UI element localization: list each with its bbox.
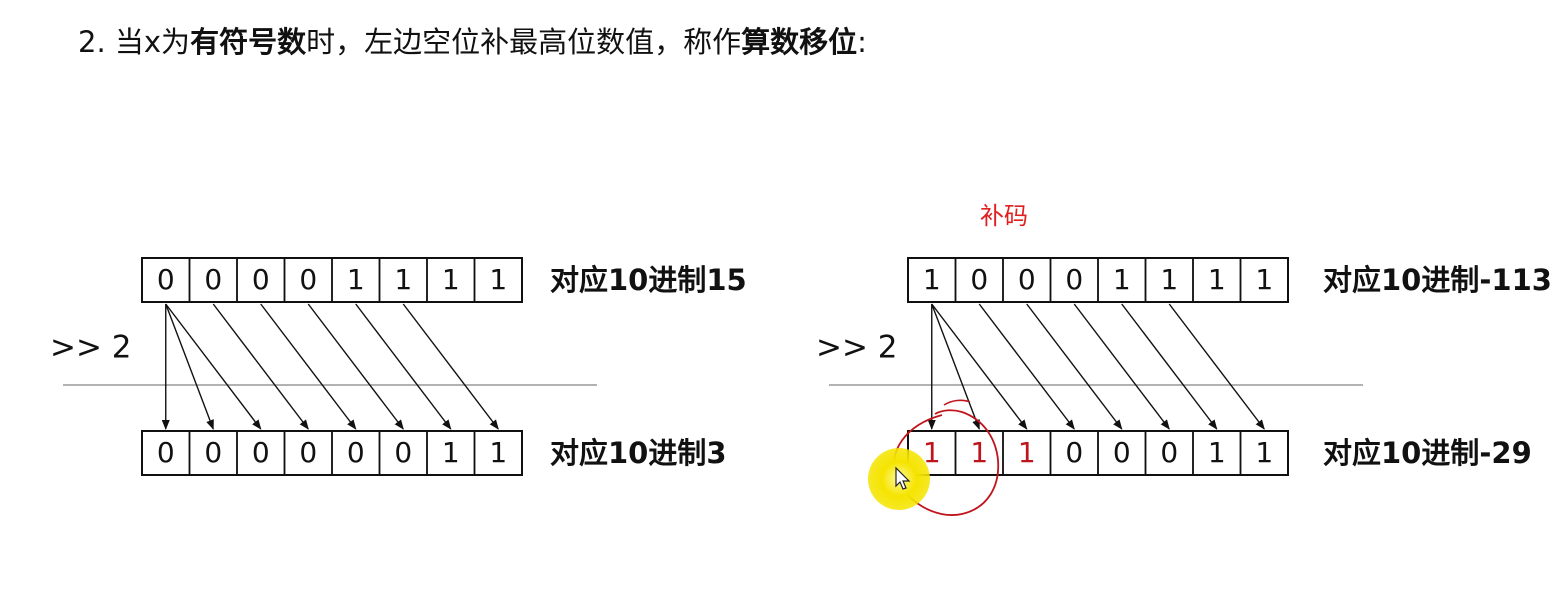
right-shift-label: >> 2 [816,330,898,366]
left-bottom-bit-0: 0 [157,436,175,469]
left-top-bit-3: 0 [299,263,317,296]
right-arrow-msb-1 [931,303,980,430]
left-arrow-bit-1 [212,303,309,430]
title-part-1: 当x为 [114,25,191,59]
left-bottom-value: 对应10进制3 [550,436,727,470]
left-bottom-bit-7: 1 [489,436,507,469]
right-top-bit-4: 1 [1113,263,1131,296]
left-arrow-bit-4 [355,303,452,430]
left-bottom-cell-7 [473,430,523,476]
title-part-3: : [857,25,867,59]
right-bottom-bit-5: 0 [1160,436,1178,469]
left-bottom-bit-5: 0 [394,436,412,469]
right-bottom-bit-2: 1 [1018,436,1036,469]
left-top-bit-5: 1 [394,263,412,296]
right-arrow-msb-2 [931,303,1028,430]
right-top-bit-6: 1 [1208,263,1226,296]
right-bottom-value: 对应10进制-29 [1323,436,1532,470]
right-arrow-bit-4 [1121,303,1218,430]
cursor-arrow-icon [895,466,911,490]
right-top-bit-7: 1 [1255,263,1273,296]
left-top-bit-6: 1 [442,263,460,296]
right-arrow-bit-2 [1026,303,1123,430]
left-top-bit-2: 0 [252,263,270,296]
right-bottom-bit-7: 1 [1255,436,1273,469]
right-top-value: 对应10进制-113 [1323,263,1552,297]
red-stroke-annotation [943,399,971,406]
left-arrow-msb-1 [165,303,214,430]
left-arrow-bit-2 [260,303,357,430]
left-bottom-bit-3: 0 [299,436,317,469]
right-top-bit-2: 0 [1018,263,1036,296]
left-bottom-bit-6: 1 [442,436,460,469]
left-top-value: 对应10进制15 [550,263,747,297]
right-top-cell-7 [1239,257,1289,303]
left-top-bit-0: 0 [157,263,175,296]
right-bottom-bit-0: 1 [923,436,941,469]
left-bottom-bit-1: 0 [204,436,222,469]
left-arrow-msb-2 [165,303,262,430]
right-bottom-bit-3: 0 [1065,436,1083,469]
right-bottom-bit-1: 1 [970,436,988,469]
right-top-bit-0: 1 [923,263,941,296]
left-top-cell-7 [473,257,523,303]
title-number: 2. [78,25,106,59]
complement-annotation: 补码 [980,202,1028,230]
left-arrow-bit-3 [307,303,404,430]
right-bottom-cell-7 [1239,430,1289,476]
page-title: 2. 当x为有符号数时，左边空位补最高位数值，称作算数移位: [78,20,867,64]
right-arrow-bit-1 [978,303,1075,430]
title-bold-arith-shift: 算数移位 [741,25,858,59]
left-shift-label: >> 2 [50,330,132,366]
left-bottom-bit-4: 0 [347,436,365,469]
right-bottom-bit-4: 0 [1113,436,1131,469]
left-top-bit-1: 0 [204,263,222,296]
title-bold-signed: 有符号数 [190,25,307,59]
right-top-bit-1: 0 [970,263,988,296]
right-bottom-bit-6: 1 [1208,436,1226,469]
title-part-2: 时，左边空位补最高位数值，称作 [306,25,742,59]
left-top-bit-4: 1 [347,263,365,296]
left-bottom-bit-2: 0 [252,436,270,469]
left-top-bit-7: 1 [489,263,507,296]
right-arrow-bit-3 [1073,303,1170,430]
right-arrow-bit-5 [1168,303,1265,430]
right-top-bit-3: 0 [1065,263,1083,296]
right-top-bit-5: 1 [1160,263,1178,296]
left-arrow-bit-5 [402,303,499,430]
